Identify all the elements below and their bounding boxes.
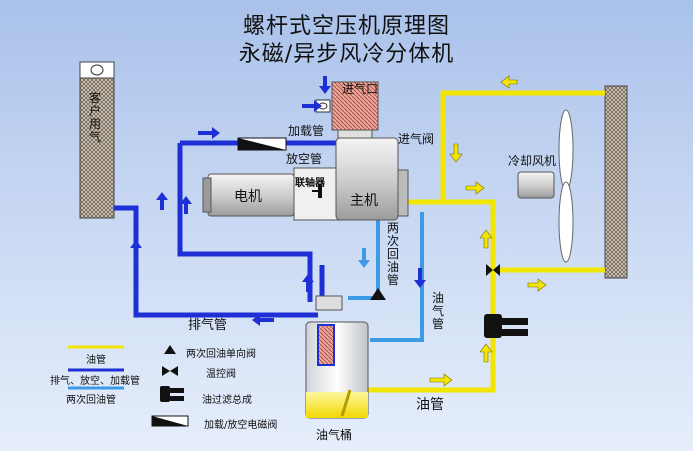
label-load-pipe: 加载管 [288, 124, 325, 138]
cooler-column [604, 85, 628, 279]
label-secondary-return-pipe: 两次回油管 [386, 221, 399, 287]
thermostatic-valve-icon [486, 264, 500, 276]
legend-return-pipe: 两次回油管 [66, 395, 116, 406]
main-unit-flange [397, 169, 409, 217]
separator-element [317, 324, 335, 366]
legend-air-pipes: 排气、放空、加载管 [50, 376, 140, 387]
solenoid-valve-fill [238, 138, 286, 150]
oil-flow-arrows [429, 75, 547, 387]
tank-oil-line [340, 389, 352, 417]
legend-thermostatic-valve: 温控阀 [206, 369, 236, 380]
title-line1: 螺杆式空压机原理图 [242, 14, 450, 39]
legend-oil-pipe: 油管 [86, 355, 106, 366]
air-flow-arrows [130, 76, 426, 326]
customer-air-column [79, 77, 115, 219]
label-oil-pipe: 油管 [416, 397, 444, 413]
legend-check-valve-icon [164, 345, 176, 354]
label-oil-gas-pipe: 油气管 [431, 291, 444, 331]
legend-oil-filter-icon [160, 386, 184, 402]
oil-level [306, 392, 368, 418]
fan-blade-bottom [558, 181, 574, 263]
label-coupling: 联轴器 [295, 178, 325, 189]
motor-end [202, 177, 212, 213]
fan-blade-top [558, 109, 574, 191]
label-oil-gas-tank: 油气桶 [316, 428, 353, 442]
label-cooling-fan: 冷却风机 [508, 154, 557, 168]
legend-oil-filter: 油过滤总成 [202, 395, 252, 406]
return-pipes [348, 212, 424, 342]
oil-pipes [364, 90, 605, 393]
label-intake-port: 进气口 [342, 82, 379, 96]
legend-check-valve: 两次回油单向阀 [186, 349, 256, 360]
oil-filter-icon [484, 314, 528, 338]
label-exhaust-pipe: 排气管 [188, 318, 228, 333]
coupling-icon [312, 184, 322, 198]
legend-solenoid-valve: 加载/放空电磁阀 [204, 420, 278, 431]
label-customer-air: 客户用气 [88, 91, 101, 144]
label-intake-valve: 进气阀 [398, 132, 435, 146]
check-valve-icon [370, 288, 386, 300]
tank-top-valve [315, 295, 343, 311]
legend-thermostatic-valve-icon [162, 366, 178, 376]
fan-motor [517, 171, 555, 199]
label-vent-pipe: 放空管 [286, 152, 323, 166]
intake-filter [331, 81, 379, 131]
label-main-unit: 主机 [350, 193, 378, 209]
label-motor: 电机 [234, 189, 262, 205]
title-line2: 永磁/异步风冷分体机 [238, 42, 455, 67]
customer-air-gauge-icon [90, 64, 104, 76]
legend-solenoid-fill [152, 416, 188, 426]
